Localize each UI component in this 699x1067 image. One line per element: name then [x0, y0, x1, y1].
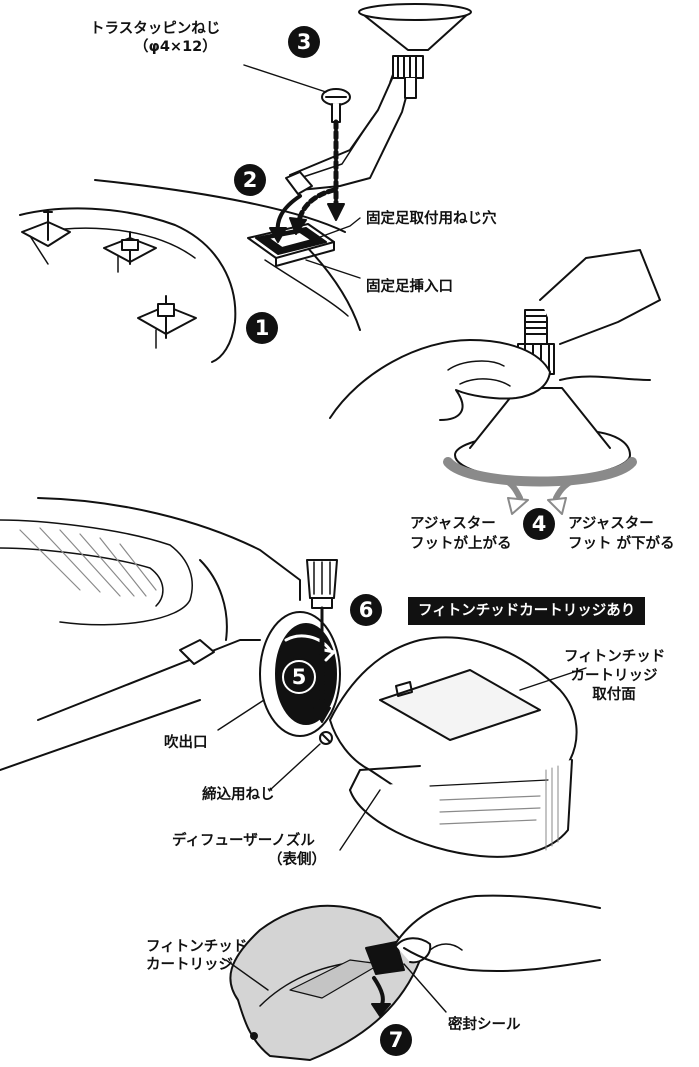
screw-drawing: [321, 88, 351, 123]
insert-opening-drawing: [247, 223, 335, 267]
label-diffuser-2: （表側）: [268, 852, 326, 868]
label-adjuster-up-2: フットが上がる: [410, 536, 512, 552]
base-foot-3: [137, 295, 197, 349]
step-6-marker: 6: [350, 594, 382, 626]
base-foot-2: [103, 231, 157, 273]
step-3-marker: 3: [288, 26, 320, 58]
leader-lines-top: [243, 64, 361, 279]
label-cartridge-2: カートリッジ: [146, 957, 233, 973]
label-cartridge-face-1: フィトンチッド: [564, 649, 666, 665]
label-insert-opening: 固定足挿入口: [366, 279, 453, 295]
step-4-marker: 4: [523, 508, 555, 540]
label-mount-screw-hole: 固定足取付用ねじ穴: [366, 211, 497, 227]
screwdriver-drawing: [306, 559, 338, 723]
label-seal: 密封シール: [448, 1017, 521, 1033]
label-cartridge-1: フィトンチッド: [146, 939, 248, 955]
base-plate-drawing: [19, 179, 361, 363]
leader-lines-middle: [217, 667, 587, 851]
fixing-foot-drawing: [285, 3, 472, 195]
label-outlet: 吹出口: [164, 735, 208, 751]
diffuser-nozzle-drawing: [319, 636, 578, 858]
install-arrows: [269, 119, 345, 243]
blower-body-drawing: [0, 497, 301, 771]
base-foot-1: [21, 209, 71, 265]
hand-adjusting-foot: [329, 249, 661, 515]
step-7-marker: 7: [380, 1024, 412, 1056]
label-adjuster-down-2: フット が下がる: [568, 536, 675, 552]
cartridge-drawing: [229, 904, 421, 1061]
leader-lines-bottom: [225, 959, 447, 1013]
label-screw-name: トラスタッピンねじ: [90, 21, 221, 37]
label-fastening-screw: 締込用ねじ: [202, 787, 275, 803]
step-5-marker: 5: [282, 660, 316, 694]
step-2-marker: 2: [234, 164, 266, 196]
label-cartridge-face-2: カートリッジ: [570, 668, 658, 684]
label-adjuster-down-1: アジャスター: [568, 516, 654, 532]
step-1-marker: 1: [246, 312, 278, 344]
label-diffuser-1: ディフューザーノズル: [172, 833, 315, 849]
label-adjuster-up-1: アジャスター: [410, 516, 496, 532]
hand-peeling-seal: [393, 894, 601, 973]
cartridge-included-banner: フィトンチッドカートリッジあり: [408, 597, 646, 625]
label-screw-size: （φ4×12）: [134, 39, 217, 55]
label-cartridge-face-3: 取付面: [592, 687, 636, 703]
